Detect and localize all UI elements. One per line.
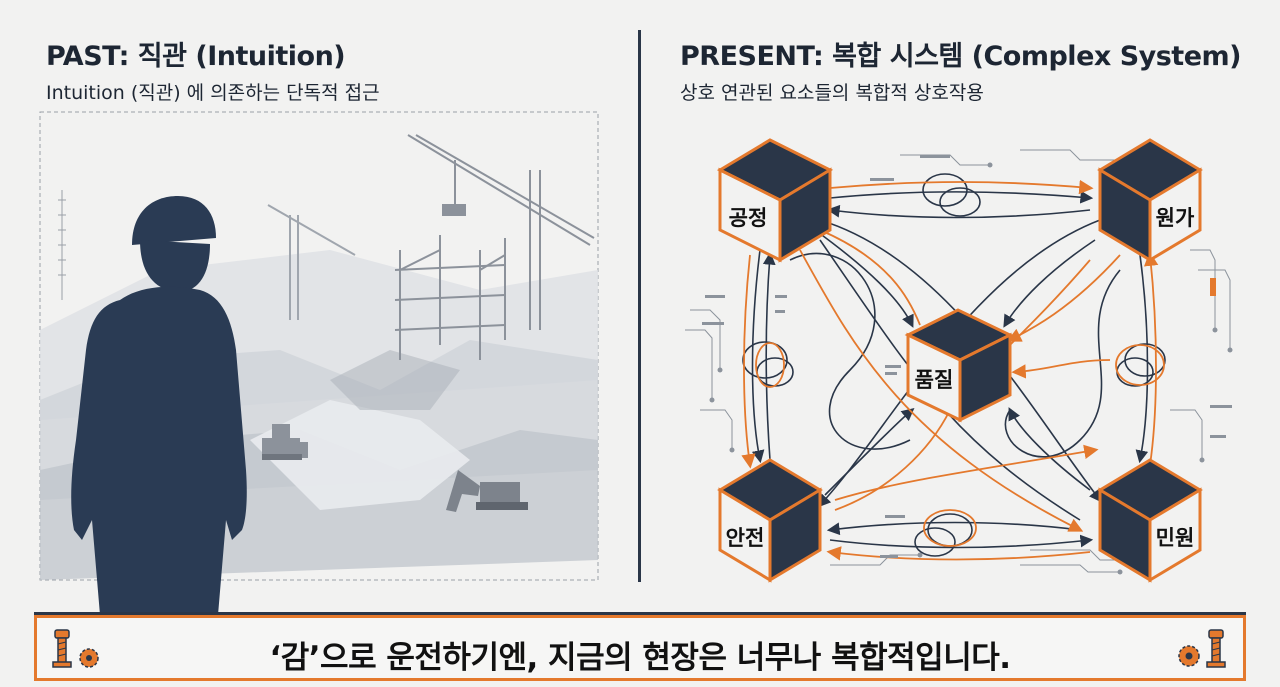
caption-text: ‘감’으로 운전하기엔, 지금의 현장은 너무나 복합적입니다. bbox=[269, 640, 1011, 676]
circuit-traces bbox=[685, 149, 1231, 573]
excavator-icon bbox=[446, 470, 528, 512]
node-process: 공정 bbox=[716, 138, 834, 263]
annotation-marks bbox=[702, 155, 1232, 558]
gear-bolt-icon bbox=[1178, 629, 1226, 668]
panel-divider bbox=[638, 30, 641, 582]
bolt-gear-icon bbox=[52, 629, 99, 668]
past-title: PAST: 직관 (Intuition) bbox=[46, 41, 346, 72]
building-frame bbox=[394, 235, 506, 360]
node-cost: 원가 bbox=[1097, 138, 1203, 263]
worker-silhouette bbox=[71, 196, 247, 615]
crane-icon bbox=[407, 134, 595, 330]
present-title: PRESENT: 복합 시스템 (Complex System) bbox=[680, 41, 1242, 72]
bulldozer-icon bbox=[262, 424, 308, 460]
node-label-safety: 안전 bbox=[726, 526, 765, 550]
node-label-cost: 원가 bbox=[1156, 206, 1195, 230]
small-crane-icon bbox=[267, 204, 356, 320]
caption-banner: ‘감’으로 운전하기엔, 지금의 현장은 너무나 복합적입니다. bbox=[34, 615, 1246, 681]
node-label-complaints: 민원 bbox=[1156, 526, 1195, 550]
construction-site-illustration bbox=[39, 111, 599, 615]
complex-system-network: 공정 원가 품질 안전 민원 bbox=[685, 138, 1233, 583]
present-subtitle: 상호 연관된 요소들의 복합적 상호작용 bbox=[680, 82, 984, 104]
past-subtitle: Intuition (직관) 에 의존하는 단독적 접근 bbox=[46, 82, 380, 104]
node-label-quality: 품질 bbox=[915, 368, 954, 392]
node-quality: 품질 bbox=[904, 308, 1014, 423]
node-safety: 안전 bbox=[717, 458, 823, 583]
node-complaints: 민원 bbox=[1097, 458, 1203, 583]
node-label-process: 공정 bbox=[729, 206, 768, 230]
